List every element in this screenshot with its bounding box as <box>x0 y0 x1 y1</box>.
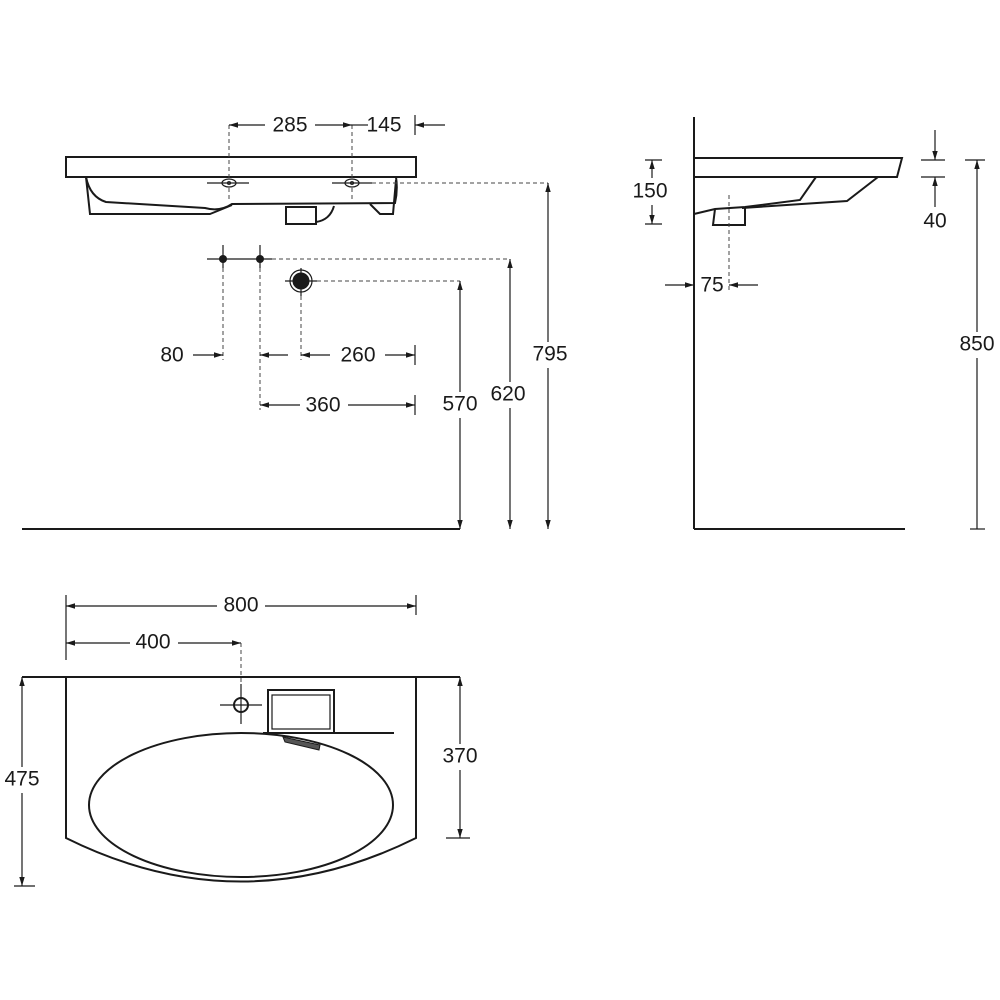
basin-body <box>85 176 398 211</box>
trap-curve <box>315 205 335 223</box>
dim-75: 75 <box>700 274 723 297</box>
dim-570: 570 <box>442 393 477 416</box>
control-panel <box>267 689 335 734</box>
dim-800: 800 <box>223 594 258 617</box>
dim-370: 370 <box>442 745 477 768</box>
dim-400: 400 <box>135 631 170 654</box>
overflow-slot <box>282 736 321 751</box>
dim-40: 40 <box>923 210 946 233</box>
dim-260: 260 <box>340 344 375 367</box>
dim-360: 360 <box>305 394 340 417</box>
side-bowl <box>693 176 817 215</box>
basin-skirt <box>85 176 233 215</box>
basin-skirt-right <box>369 179 397 215</box>
dim-795: 795 <box>532 343 567 366</box>
drain-trap <box>285 206 317 225</box>
dim-620: 620 <box>490 383 525 406</box>
basin-outline <box>65 677 417 883</box>
dim-285: 285 <box>272 114 307 137</box>
side-rim <box>694 157 904 178</box>
basin-bowl <box>88 732 394 878</box>
top-view: 800 400 475 370 <box>0 593 483 887</box>
dim-150: 150 <box>632 180 667 203</box>
dim-850: 850 <box>959 333 994 356</box>
side-view: 150 40 75 850 <box>632 117 1000 530</box>
dim-475: 475 <box>4 768 39 791</box>
dim-145: 145 <box>366 114 401 137</box>
front-view: 285 145 80 260 360 570 620 795 <box>22 112 571 530</box>
dim-80: 80 <box>160 344 183 367</box>
basin-rim <box>65 156 417 178</box>
